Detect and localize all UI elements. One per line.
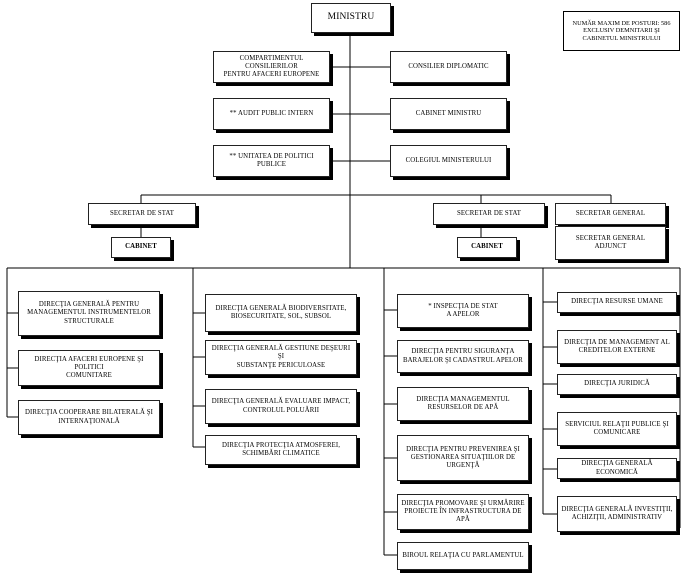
department-dam-safety: DIRECŢIA PENTRU SIGURANŢA BARAJELOR ŞI C…: [397, 340, 529, 373]
state-water-inspection: * INSPECŢIA DE STAT A APELOR: [397, 294, 529, 328]
deputy-secretary-general-box: SECRETAR GENERAL ADJUNCT: [555, 226, 666, 260]
secretary-of-state-1-box: SECRETAR DE STAT: [88, 203, 196, 225]
department-external-credits: DIRECŢIA DE MANAGEMENT AL CREDITELOR EXT…: [557, 330, 677, 364]
staff-limit-note: NUMĂR MAXIM DE POSTURI: 586 EXCLUSIV DEM…: [563, 11, 680, 51]
department-waste-management: DIRECŢIA GENERALĂ GESTIUNE DEŞEURI ŞI SU…: [205, 340, 357, 375]
department-atmosphere-protection: DIRECŢIA PROTECŢIA ATMOSFEREI, SCHIMBĂRI…: [205, 435, 357, 465]
secretary-general-box: SECRETAR GENERAL: [555, 203, 666, 225]
diplomatic-advisor-box: CONSILIER DIPLOMATIC: [390, 51, 507, 83]
secretary-of-state-1-cabinet-box: CABINET: [111, 237, 171, 258]
department-investments-procurement: DIRECŢIA GENERALĂ INVESTIŢII, ACHIZIŢII,…: [557, 496, 677, 532]
internal-audit-box: ** AUDIT PUBLIC INTERN: [213, 98, 330, 130]
secretary-of-state-2-cabinet-box: CABINET: [457, 237, 517, 258]
european-affairs-advisors-box: COMPARTIMENTUL CONSILIERILOR PENTRU AFAC…: [213, 51, 330, 83]
department-european-affairs: DIRECŢIA AFACERI EUROPENE ŞI POLITICI CO…: [18, 350, 160, 386]
department-general-economic: DIRECŢIA GENERALĂ ECONOMICĂ: [557, 458, 677, 479]
department-legal: DIRECŢIA JURIDICĂ: [557, 374, 677, 395]
public-relations-service: SERVICIUL RELAŢII PUBLICE ŞI COMUNICARE: [557, 412, 677, 446]
minister-box: MINISTRU: [311, 3, 391, 33]
department-human-resources: DIRECŢIA RESURSE UMANE: [557, 292, 677, 313]
department-bilateral-cooperation: DIRECŢIA COOPERARE BILATERALĂ ŞI INTERNA…: [18, 400, 160, 435]
department-structural-instruments: DIRECŢIA GENERALĂ PENTRU MANAGEMENTUL IN…: [18, 291, 160, 336]
department-impact-assessment: DIRECŢIA GENERALĂ EVALUARE IMPACT, CONTR…: [205, 389, 357, 424]
department-biodiversity: DIRECŢIA GENERALĂ BIODIVERSITATE, BIOSEC…: [205, 294, 357, 332]
department-water-resources: DIRECŢIA MANAGEMENTUL RESURSELOR DE APĂ: [397, 387, 529, 421]
parliament-relations-office: BIROUL RELAŢIA CU PARLAMENTUL: [397, 542, 529, 570]
department-water-infrastructure-projects: DIRECŢIA PROMOVARE ŞI URMĂRIRE PROIECTE …: [397, 494, 529, 530]
minister-cabinet-box: CABINET MINISTRU: [390, 98, 507, 130]
department-emergency-situations: DIRECŢIA PENTRU PREVENIREA ŞI GESTIONARE…: [397, 435, 529, 481]
public-policy-unit-box: ** UNITATEA DE POLITICI PUBLICE: [213, 145, 330, 177]
ministry-board-box: COLEGIUL MINISTERULUI: [390, 145, 507, 177]
secretary-of-state-2-box: SECRETAR DE STAT: [433, 203, 545, 225]
